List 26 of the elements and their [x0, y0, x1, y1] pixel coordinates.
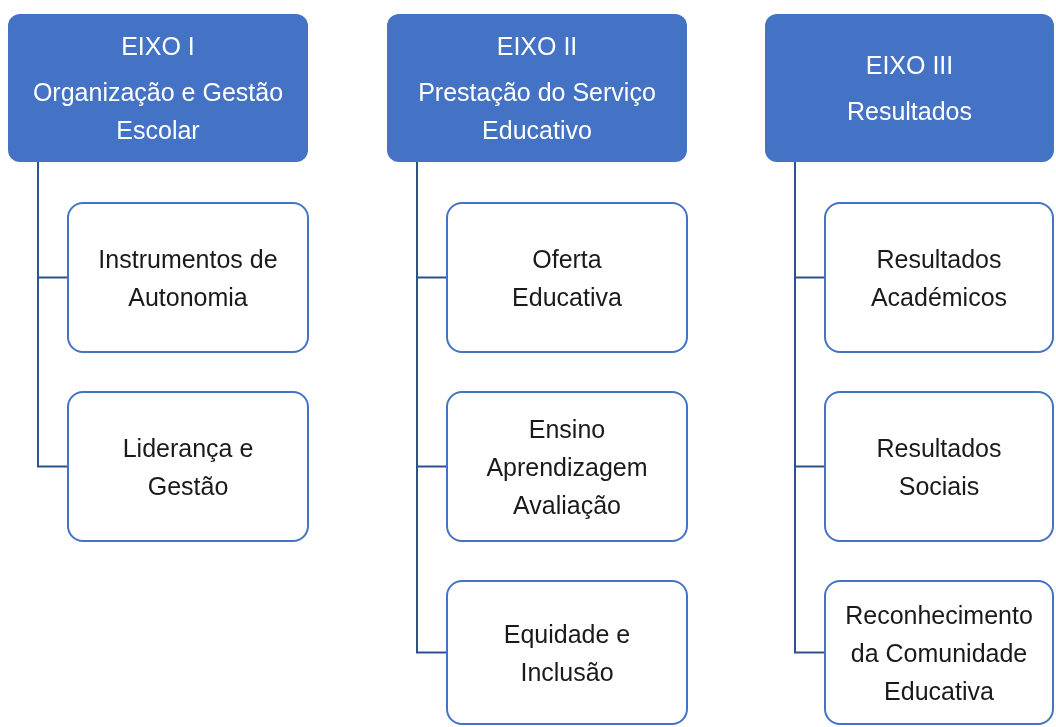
topic-box	[824, 391, 1054, 542]
axis-number: EIXO I	[121, 31, 195, 62]
topic-box	[446, 391, 688, 542]
axis-header-box	[765, 14, 1054, 162]
topic-label: Resultados Académicos	[869, 243, 1009, 313]
connector-line	[37, 161, 68, 468]
topic-box	[67, 202, 309, 353]
topic-label: Liderança e Gestão	[121, 432, 255, 502]
axis-title: Organização e Gestão Escolar	[31, 77, 285, 146]
axis-header-box	[8, 14, 308, 162]
topic-label: Instrumentos de Autonomia	[97, 243, 279, 313]
topic-label: Ensino Aprendizagem Avaliação	[485, 413, 649, 521]
axis-number: EIXO III	[865, 50, 954, 81]
topic-box	[67, 391, 309, 542]
topic-box	[824, 580, 1054, 725]
topic-label: Resultados Sociais	[875, 432, 1003, 502]
topic-box	[824, 202, 1054, 353]
axis-number: EIXO II	[496, 31, 578, 62]
axis-title: Resultados	[846, 96, 973, 127]
topic-box	[446, 202, 688, 353]
topic-label: Reconhecimento da Comunidade Educativa	[845, 599, 1033, 707]
axis-header-box	[387, 14, 687, 162]
topic-label: Oferta Educativa	[511, 243, 623, 313]
topic-label: Equidade e Inclusão	[502, 618, 632, 688]
axis-title: Prestação do Serviço Educativo	[417, 77, 657, 146]
topic-box	[446, 580, 688, 725]
